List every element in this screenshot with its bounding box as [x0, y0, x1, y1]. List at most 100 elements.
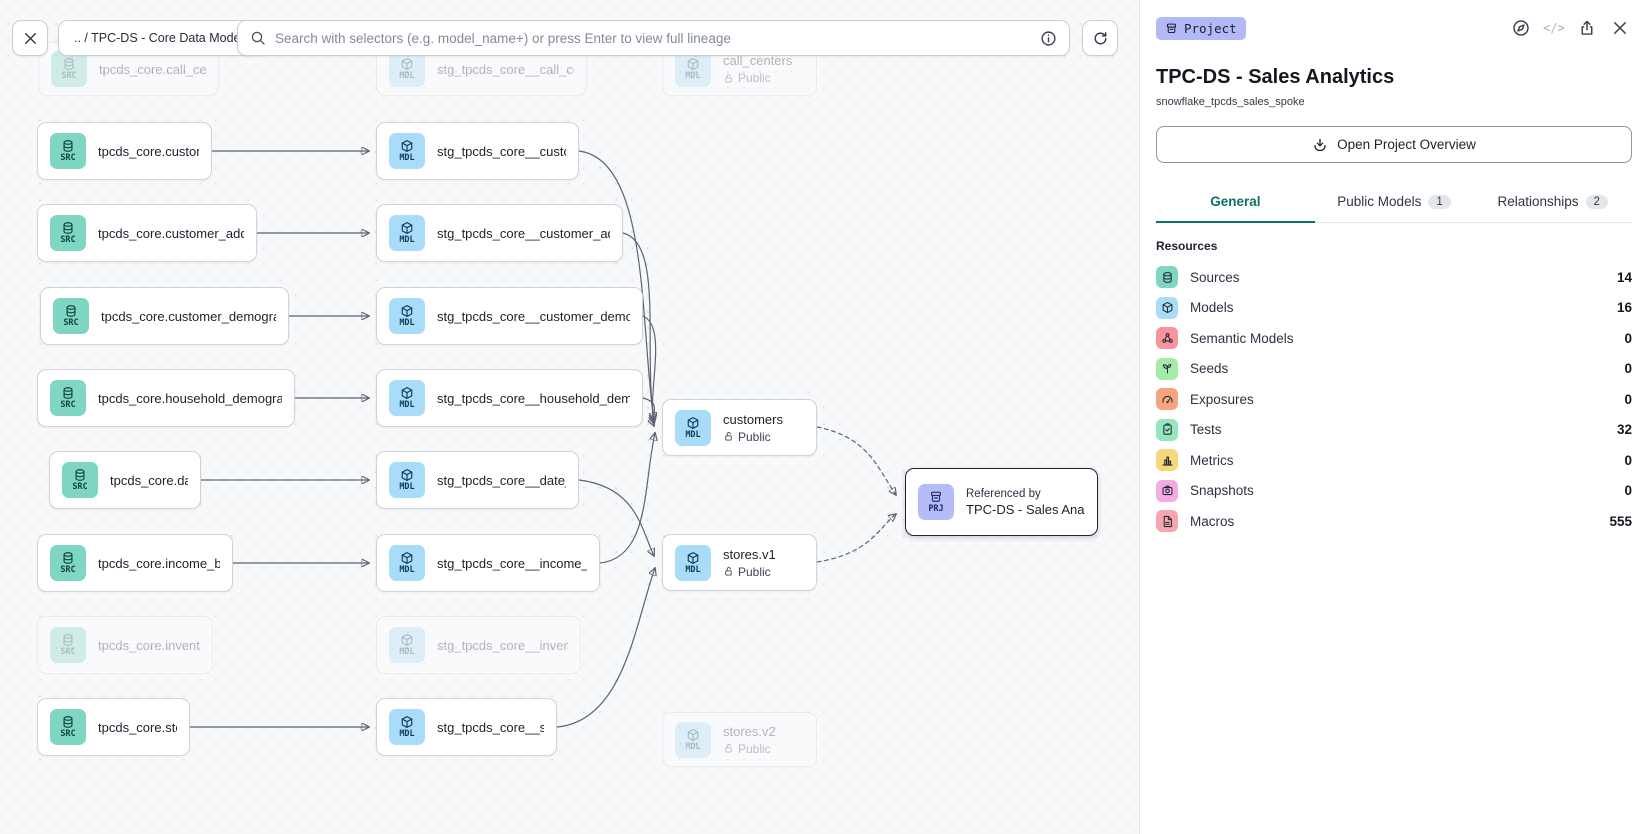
graph-node[interactable]: SRCtpcds_core.date_dim	[49, 451, 201, 509]
cube-icon	[1156, 297, 1178, 319]
cube-icon	[400, 715, 414, 729]
resource-row-seeds[interactable]: Seeds0	[1156, 358, 1632, 380]
gauge-icon	[1156, 388, 1178, 410]
view-code-button[interactable]: </>	[1542, 16, 1566, 40]
breadcrumb-label: .. / TPC-DS - Core Data Models	[74, 31, 250, 45]
src-badge: SRC	[50, 380, 86, 416]
graph-node[interactable]: MDLcustomersPublic	[662, 399, 817, 456]
seedling-icon	[1156, 358, 1178, 380]
open-overview-icon	[1312, 137, 1328, 153]
graph-node[interactable]: MDLstg_tpcds_core__inventory	[376, 616, 581, 674]
lineage-canvas[interactable]: SRCtpcds_core.call_centerSRCtpcds_core.c…	[0, 0, 1139, 834]
graph-node[interactable]: SRCtpcds_core.income_band	[37, 534, 233, 592]
database-icon	[61, 715, 75, 729]
resource-count: 32	[1617, 422, 1632, 437]
graph-node[interactable]: MDLstg_tpcds_core__income_band	[376, 534, 600, 592]
lock-open-icon	[723, 566, 734, 577]
resource-label: Exposures	[1190, 392, 1254, 407]
details-panel: Project </> TPC-DS - Sales Analytics sno…	[1139, 0, 1648, 834]
search-bar[interactable]	[237, 20, 1070, 56]
resource-row-metrics[interactable]: Metrics0	[1156, 449, 1632, 471]
database-icon	[61, 551, 75, 565]
resource-row-macros[interactable]: Macros555	[1156, 510, 1632, 532]
bar-chart-icon	[1156, 449, 1178, 471]
explore-lineage-button[interactable]	[1509, 16, 1533, 40]
resource-label: Semantic Models	[1190, 331, 1294, 346]
node-access-label: Public	[738, 742, 771, 756]
node-label: tpcds_core.store	[98, 720, 177, 735]
graph-node[interactable]: SRCtpcds_core.customer_address	[37, 204, 257, 262]
mdl-badge: MDL	[675, 410, 711, 446]
node-label: tpcds_core.inventory	[98, 638, 200, 653]
mdl-badge: MDL	[675, 722, 711, 758]
resource-row-snapshots[interactable]: Snapshots0	[1156, 480, 1632, 502]
resource-count: 0	[1624, 331, 1632, 346]
resource-row-semantic-models[interactable]: Semantic Models 0	[1156, 327, 1632, 349]
search-input[interactable]	[275, 31, 1031, 46]
panel-tabs: General Public Models 1 Relationships 2	[1156, 185, 1632, 223]
share-button[interactable]	[1575, 16, 1599, 40]
close-panel-button[interactable]	[1608, 16, 1632, 40]
graph-node[interactable]: MDLstg_tpcds_core__customer	[376, 122, 579, 180]
graph-node[interactable]: MDLstores.v2Public	[662, 712, 817, 767]
mdl-badge: MDL	[389, 462, 425, 498]
node-label: stg_tpcds_core__customer	[437, 144, 566, 159]
graph-node[interactable]: MDLstg_tpcds_core__customer_demogra…	[376, 287, 643, 345]
graph-node[interactable]: SRC tpcds_core.inventory	[37, 616, 213, 674]
graph-node[interactable]: SRCtpcds_core.customer_demographics	[40, 287, 289, 345]
tab-relationships[interactable]: Relationships 2	[1473, 185, 1632, 223]
node-label: stg_tpcds_core__inventory	[437, 638, 568, 653]
open-project-overview-button[interactable]: Open Project Overview	[1156, 126, 1632, 163]
tab-general[interactable]: General	[1156, 185, 1315, 223]
database-icon	[61, 221, 75, 235]
lock-open-icon	[723, 431, 734, 442]
resource-row-tests[interactable]: Tests32	[1156, 419, 1632, 441]
mdl-badge: MDL	[389, 298, 425, 334]
lock-open-icon	[723, 743, 734, 754]
breadcrumb[interactable]: .. / TPC-DS - Core Data Models	[58, 20, 266, 56]
lock-open-icon	[723, 73, 734, 84]
cube-icon	[686, 57, 700, 71]
resources-list: Sources14Models 16Semantic Models 0Seeds0E…	[1156, 266, 1632, 532]
resource-row-models[interactable]: Models 16	[1156, 297, 1632, 319]
database-icon	[62, 57, 76, 71]
tab-public-models[interactable]: Public Models 1	[1315, 185, 1474, 223]
node-label: stores.v1	[723, 547, 776, 562]
resource-row-exposures[interactable]: Exposures0	[1156, 388, 1632, 410]
resource-label: Macros	[1190, 514, 1234, 529]
search-icon	[250, 30, 266, 46]
resource-row-sources[interactable]: Sources14	[1156, 266, 1632, 288]
close-lineage-button[interactable]	[12, 20, 48, 56]
graph-node[interactable]: MDLstg_tpcds_core__household_demogr…	[376, 369, 643, 427]
resources-heading: Resources	[1156, 239, 1632, 253]
graph-node[interactable]: MDLstores.v1Public	[662, 534, 817, 591]
mdl-badge: MDL	[389, 380, 425, 416]
src-badge: SRC	[50, 627, 86, 663]
project-type-label: Project	[1184, 21, 1237, 36]
resource-count: 16	[1617, 300, 1632, 315]
graph-node[interactable]: SRCtpcds_core.customer	[37, 122, 212, 180]
prj-badge: PRJ	[918, 484, 954, 520]
mdl-badge: MDL	[389, 215, 425, 251]
info-icon[interactable]	[1040, 30, 1057, 47]
node-label: stg_tpcds_core__date_dim	[437, 473, 566, 488]
graph-node[interactable]: SRCtpcds_core.store	[37, 698, 190, 756]
camera-icon	[1156, 480, 1178, 502]
mdl-badge: MDL	[389, 545, 425, 581]
cube-icon	[400, 633, 414, 647]
resource-label: Seeds	[1190, 361, 1228, 376]
lineage-edge	[817, 427, 896, 495]
refresh-button[interactable]	[1082, 20, 1118, 56]
resource-label: Models	[1190, 300, 1234, 315]
node-label: tpcds_core.customer	[98, 144, 199, 159]
graph-node[interactable]: SRCtpcds_core.household_demographics	[37, 369, 295, 427]
graph-node[interactable]: MDL stg_tpcds_core__customer_address	[376, 204, 623, 262]
node-label: tpcds_core.customer_demographics	[101, 309, 276, 324]
cube-icon	[686, 551, 700, 565]
node-label: stg_tpcds_core__store	[437, 720, 544, 735]
graph-node[interactable]: MDL stg_tpcds_core__date_dim	[376, 451, 579, 509]
node-label: stg_tpcds_core__customer_address	[437, 226, 610, 241]
graph-node[interactable]: MDLstg_tpcds_core__store	[376, 698, 557, 756]
graph-node-project[interactable]: PRJReferenced byTPC-DS - Sales Analytics	[905, 468, 1098, 536]
